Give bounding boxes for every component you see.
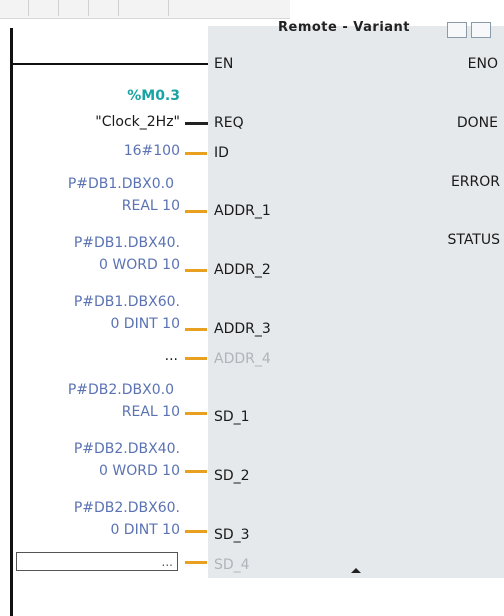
pin-sd-1[interactable]: SD_1 xyxy=(214,409,250,425)
sd-3-param-line2[interactable]: 0 DINT 10 xyxy=(110,522,180,538)
toolbar-button-1[interactable] xyxy=(0,0,29,16)
pin-sd-2[interactable]: SD_2 xyxy=(214,468,250,484)
pin-status[interactable]: STATUS xyxy=(447,232,500,248)
addr-3-wire xyxy=(185,328,207,331)
rung-line xyxy=(10,63,208,65)
toolbar-button-4[interactable] xyxy=(90,0,119,16)
sd-4-wire xyxy=(185,561,207,564)
en-connection xyxy=(187,63,208,65)
pin-error[interactable]: ERROR xyxy=(450,174,500,190)
pin-id[interactable]: ID xyxy=(214,145,229,161)
pin-en[interactable]: EN xyxy=(214,56,234,72)
toolbar-strip xyxy=(0,0,290,19)
function-block[interactable] xyxy=(208,26,504,578)
addr-2-param-line2[interactable]: 0 WORD 10 xyxy=(99,257,180,273)
id-value[interactable]: 16#100 xyxy=(123,143,180,159)
addr-4-param[interactable]: ... xyxy=(164,348,178,364)
power-rail xyxy=(10,28,13,616)
addr-3-param-line2[interactable]: 0 DINT 10 xyxy=(110,316,180,332)
block-refresh-icon[interactable] xyxy=(471,22,491,38)
pin-done[interactable]: DONE xyxy=(456,115,498,131)
addr-2-wire xyxy=(185,269,207,272)
req-tag-address[interactable]: %M0.3 xyxy=(127,88,180,104)
toolbar-button-3[interactable] xyxy=(60,0,89,16)
pin-sd-3[interactable]: SD_3 xyxy=(214,527,250,543)
pin-req[interactable]: REQ xyxy=(214,115,244,131)
pin-addr-3[interactable]: ADDR_3 xyxy=(214,321,271,337)
pin-eno[interactable]: ENO xyxy=(467,56,498,72)
sd-1-wire xyxy=(185,412,207,415)
toolbar-button-5[interactable] xyxy=(140,0,169,16)
addr-2-param-line1[interactable]: P#DB1.DBX40. xyxy=(73,235,180,251)
id-wire xyxy=(185,152,207,155)
pin-addr-1[interactable]: ADDR_1 xyxy=(214,203,271,219)
sd-2-param-line1[interactable]: P#DB2.DBX40. xyxy=(73,441,180,457)
sd-4-input[interactable]: ... xyxy=(16,552,178,571)
sd-3-param-line1[interactable]: P#DB2.DBX60. xyxy=(73,500,180,516)
addr-1-wire xyxy=(185,210,207,213)
block-title-icons xyxy=(447,22,497,38)
req-tag-name[interactable]: "Clock_2Hz" xyxy=(95,114,180,130)
sd-2-param-line2[interactable]: 0 WORD 10 xyxy=(99,463,180,479)
addr-1-param-line2[interactable]: REAL 10 xyxy=(121,198,180,214)
addr-4-wire xyxy=(185,357,207,360)
sd-2-wire xyxy=(185,470,207,473)
toolbar-button-2[interactable] xyxy=(30,0,59,16)
block-title: Remote - Variant xyxy=(278,20,411,35)
sd-1-param-line1[interactable]: P#DB2.DBX0.0 xyxy=(67,382,174,398)
sd-3-wire xyxy=(185,530,207,533)
expand-caret-icon[interactable] xyxy=(351,568,361,573)
req-connection xyxy=(185,122,208,125)
addr-1-param-line1[interactable]: P#DB1.DBX0.0 xyxy=(67,176,174,192)
addr-3-param-line1[interactable]: P#DB1.DBX60. xyxy=(73,294,180,310)
pin-sd-4[interactable]: SD_4 xyxy=(214,557,250,573)
block-config-icon[interactable] xyxy=(447,22,467,38)
pin-addr-2[interactable]: ADDR_2 xyxy=(214,262,271,278)
sd-1-param-line2[interactable]: REAL 10 xyxy=(121,404,180,420)
pin-addr-4[interactable]: ADDR_4 xyxy=(214,351,271,367)
toolbar xyxy=(0,0,504,19)
